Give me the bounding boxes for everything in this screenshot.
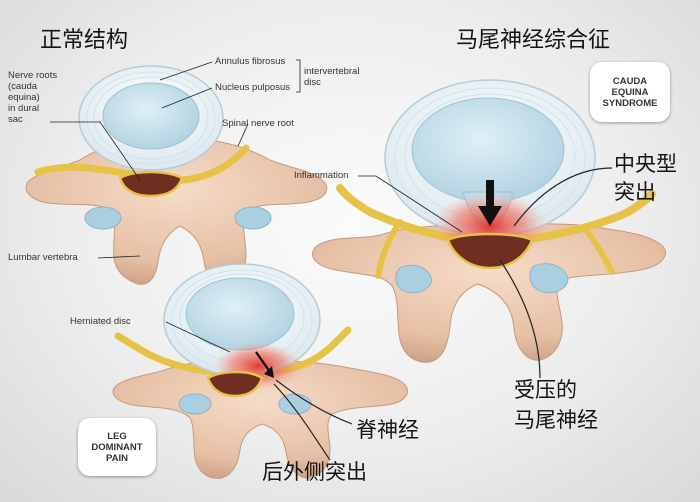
callout-compressed-line2: 马尾神经 xyxy=(514,408,598,432)
facet-left xyxy=(395,264,433,294)
annulus-ring-1 xyxy=(86,71,216,165)
leader-annulus xyxy=(159,61,213,81)
facet-left xyxy=(84,206,122,230)
leader-lines xyxy=(50,59,613,461)
posterolateral-vertebra xyxy=(112,263,408,479)
badge-leg-text: LEG DOMINANT PAIN xyxy=(91,430,143,464)
label-nerve-roots: Nerve roots (cauda equina) in dural sac xyxy=(8,70,58,125)
label-inflammation: Inflammation xyxy=(294,170,349,181)
callout-compressed-line1: 受压的 xyxy=(514,378,577,402)
callout-central-herniation: 中央型 突出 xyxy=(614,152,677,204)
leader-nerve-roots xyxy=(50,121,141,181)
vertebra-bone xyxy=(112,359,408,479)
facet-right xyxy=(529,263,569,294)
leader-posterolateral xyxy=(273,383,331,461)
title-cauda-equina-syndrome: 马尾神经综合征 xyxy=(456,28,611,53)
dural-sac-compressed xyxy=(446,232,534,270)
spinal-nerve-root-left xyxy=(114,332,229,376)
label-spinal-nerve-root: Spinal nerve root xyxy=(222,118,294,129)
leader-spinal-nerve-root xyxy=(237,123,249,147)
central-arrow-icon xyxy=(478,180,502,226)
spinal-nerve-root-right xyxy=(516,190,656,244)
spinal-nerve-branch-left xyxy=(375,219,403,279)
lateral-arrow-head-icon xyxy=(264,366,274,378)
leader-spinal-nerve xyxy=(275,379,353,425)
facet-left xyxy=(178,393,212,415)
lateral-arrow-icon xyxy=(255,351,271,373)
leader-central-herniation xyxy=(513,167,613,227)
leader-herniated-disc xyxy=(165,321,231,353)
label-herniated-disc: Herniated disc xyxy=(70,316,131,327)
title-normal-structure: 正常结构 xyxy=(40,28,129,53)
facet-right xyxy=(278,393,312,415)
leader-nucleus xyxy=(161,87,213,109)
leader-lumbar-vertebra xyxy=(97,255,141,259)
callout-posterolateral-herniation: 后外侧突出 xyxy=(262,460,367,484)
vertebra-bone xyxy=(312,223,666,363)
spinal-nerve-branch-right xyxy=(581,225,615,275)
label-nucleus-pulposus: Nucleus pulposus xyxy=(215,82,290,93)
bracket-intervertebral xyxy=(296,59,301,93)
callout-spinal-nerve: 脊神经 xyxy=(356,418,419,442)
intervertebral-disc-normal xyxy=(78,65,224,171)
vertebra-bone xyxy=(25,139,328,285)
intervertebral-disc-herniated-central xyxy=(384,79,596,237)
facet-right xyxy=(234,206,272,230)
label-lumbar-vertebra: Lumbar vertebra xyxy=(8,252,78,263)
spinal-nerve-root-right xyxy=(178,144,250,184)
label-annulus-fibrosus: Annulus fibrosus xyxy=(215,56,286,67)
cauda-equina-vertebra xyxy=(312,79,666,363)
leader-compressed-cauda xyxy=(499,259,541,379)
nucleus-pulposus xyxy=(102,82,200,150)
badge-cauda-equina-syndrome: CAUDA EQUINA SYNDROME xyxy=(590,62,670,122)
label-intervertebral-disc: intervertebral disc xyxy=(304,66,360,88)
dural-sac xyxy=(118,170,184,198)
annulus-ring-2 xyxy=(93,76,209,160)
leader-inflammation xyxy=(358,175,463,233)
badge-leg-dominant-pain: LEG DOMINANT PAIN xyxy=(78,418,156,476)
dural-sac xyxy=(206,370,264,398)
badge-cauda-text: CAUDA EQUINA SYNDROME xyxy=(602,75,658,109)
